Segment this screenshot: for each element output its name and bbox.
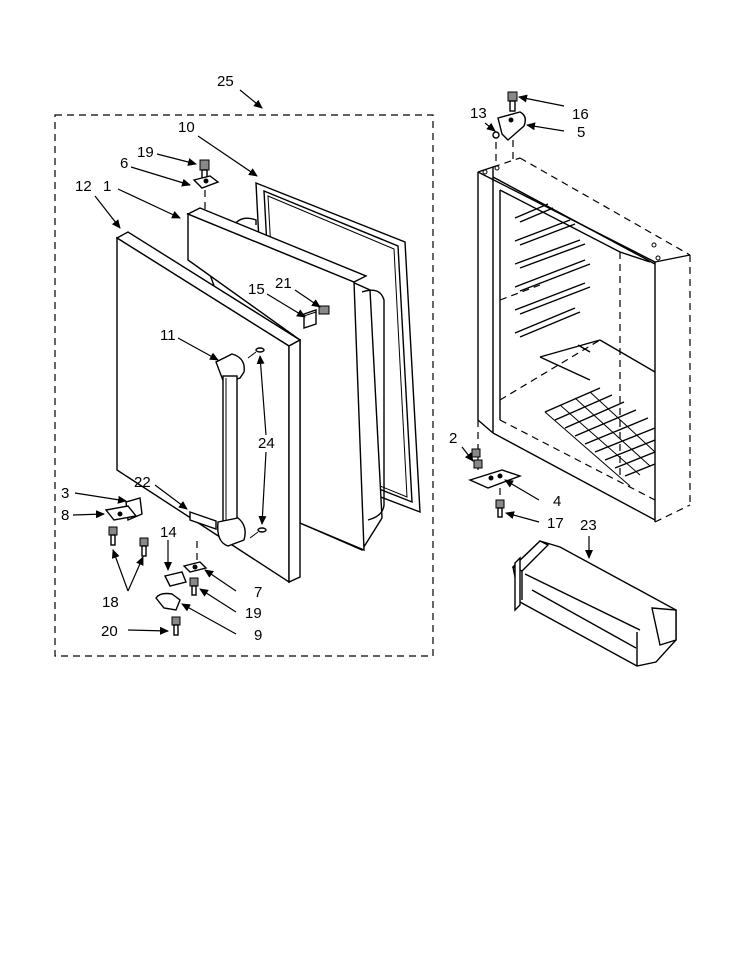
- callout-19-lower: 19: [245, 605, 262, 622]
- top-hinge-hardware: [192, 159, 220, 212]
- callout-21: 21: [275, 275, 292, 292]
- back-wall-vents: [514, 203, 591, 338]
- callout-12: 12: [75, 178, 92, 195]
- callout-15: 15: [248, 281, 265, 298]
- lower-cabinet-hinge: [468, 420, 523, 518]
- callout-25: 25: [217, 73, 234, 90]
- door-assembly-boundary: [54, 114, 434, 657]
- callout-19: 19: [137, 144, 154, 161]
- callout-4: 4: [553, 493, 561, 510]
- callout-9: 9: [254, 627, 262, 644]
- label-plate: [189, 511, 217, 530]
- callout-11: 11: [160, 327, 176, 344]
- callout-13: 13: [470, 105, 487, 122]
- callout-20: 20: [101, 623, 118, 640]
- door-panel: [115, 231, 302, 584]
- callout-16: 16: [572, 106, 589, 123]
- callout-1: 1: [103, 178, 111, 195]
- bottom-hinge-hardware: [155, 541, 208, 636]
- callout-10: 10: [178, 119, 195, 136]
- callout-18: 18: [102, 594, 119, 611]
- callout-7: 7: [254, 584, 262, 601]
- callout-5: 5: [577, 124, 585, 141]
- callout-8: 8: [61, 507, 69, 524]
- floor-grille: [544, 387, 656, 487]
- callout-6: 6: [120, 155, 128, 172]
- callout-14: 14: [160, 524, 177, 541]
- lower-bracket-hardware: [104, 497, 149, 557]
- callout-2: 2: [449, 430, 457, 447]
- door-stop-hardware: [303, 305, 330, 329]
- callout-24: 24: [258, 435, 275, 452]
- door-handle: [215, 347, 267, 547]
- door-bin: [511, 540, 677, 667]
- cabinet: [477, 157, 691, 523]
- callout-23: 23: [580, 517, 597, 534]
- upper-cabinet-hinge: [492, 91, 527, 162]
- callout-22: 22: [134, 474, 151, 491]
- callout-3: 3: [61, 485, 69, 502]
- leader-arrows: [72, 89, 593, 635]
- callout-labels: 25 10 19 6 12 1 15 21 11 24 3 22 8 14 18…: [61, 73, 597, 644]
- callout-17: 17: [547, 515, 564, 532]
